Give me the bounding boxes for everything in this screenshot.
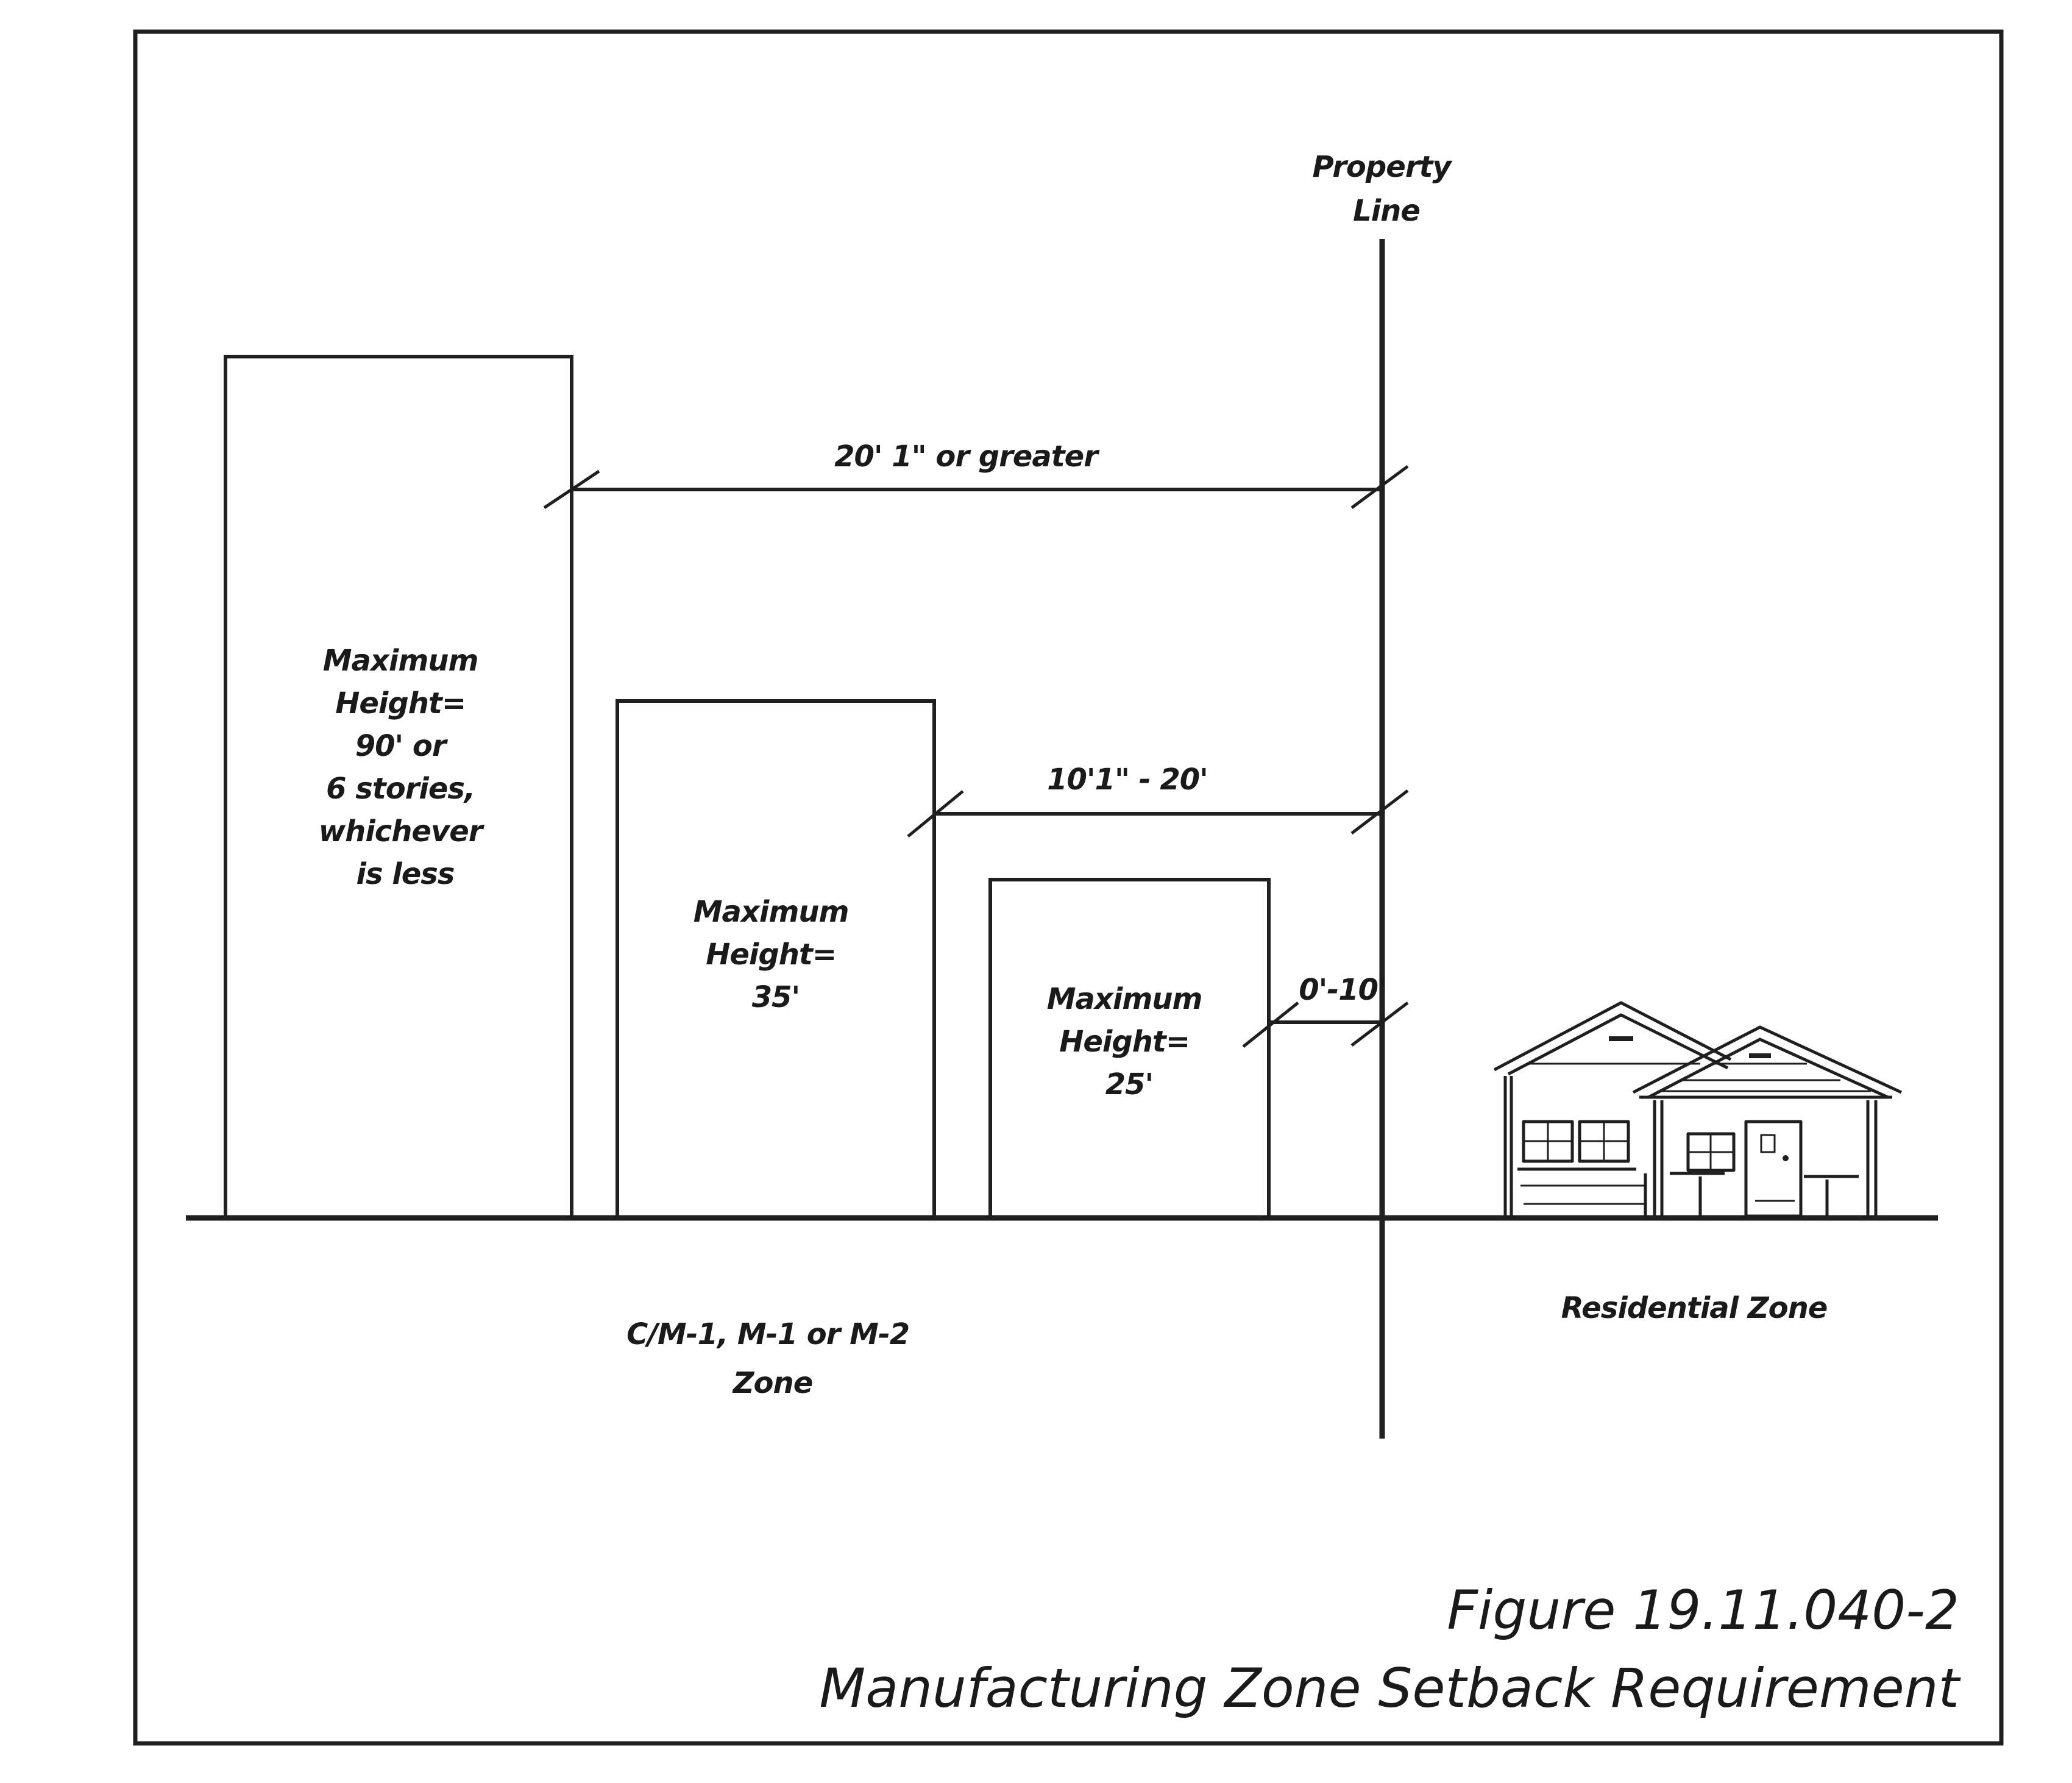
figure-border — [133, 29, 2004, 1746]
dimension-near — [1242, 1002, 1409, 1048]
building-tall-label-line: is less — [357, 857, 455, 891]
building-short — [988, 878, 1271, 1220]
house-icon — [1493, 1001, 1903, 1218]
building-medium-label: Maximum Height= 35' — [694, 895, 859, 1014]
manufacturing-zone-label: C/M-1, M-1 or M-2 Zone — [626, 1317, 919, 1400]
building-tall-label-line: Height= — [335, 686, 466, 721]
property-line-label-line: Property — [1313, 150, 1453, 184]
figure-number: Figure 19.11.040-2 — [1447, 1579, 1959, 1642]
dimension-near-label: 0'-10' — [1299, 973, 1386, 1007]
manufacturing-zone-label-line: C/M-1, M-1 or M-2 — [626, 1317, 909, 1351]
building-short-label-line: 25' — [1105, 1067, 1154, 1101]
manufacturing-zone-label-line: Zone — [732, 1366, 813, 1400]
building-tall-label-line: whichever — [319, 814, 485, 849]
building-tall-label: Maximum Height= 90' or 6 stories, whiche… — [319, 644, 492, 891]
building-short-label-line: Height= — [1059, 1025, 1190, 1059]
building-tall-label-line: Maximum — [323, 644, 478, 678]
figure-title: Manufacturing Zone Setback Requirement — [819, 1657, 1961, 1720]
building-tall-label-line: 90' or — [355, 729, 449, 763]
building-short-label-line: Maximum — [1047, 982, 1202, 1016]
property-line-label: Property Line — [1313, 150, 1461, 228]
building-short-label: Maximum Height= 25' — [1047, 982, 1212, 1101]
dimension-mid-label: 10'1" - 20' — [1047, 763, 1208, 797]
building-medium — [616, 699, 936, 1220]
building-medium-label-line: Height= — [706, 938, 836, 972]
building-medium-label-line: 35' — [752, 980, 800, 1014]
building-medium-label-line: Maximum — [694, 895, 849, 929]
building-tall-label-line: 6 stories, — [326, 772, 475, 806]
dimension-mid — [907, 789, 1409, 838]
residential-zone-label: Residential Zone — [1561, 1291, 1828, 1325]
dimension-far-label: 20' 1" or greater — [834, 440, 1100, 474]
property-line-label-line: Line — [1353, 194, 1420, 228]
building-tall — [224, 355, 573, 1220]
dimension-far — [543, 464, 1409, 510]
